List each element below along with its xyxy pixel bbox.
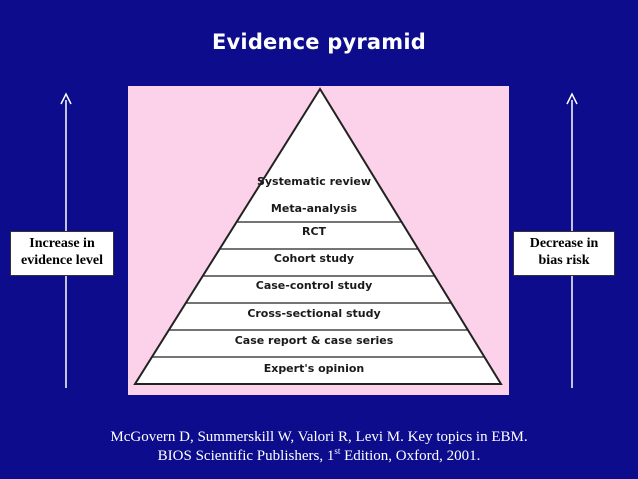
citation-line2-end: Edition, Oxford, 2001.: [340, 448, 481, 464]
increase-evidence-level-box: Increase in evidence level: [10, 231, 114, 276]
citation: McGovern D, Summerskill W, Valori R, Lev…: [0, 428, 638, 466]
citation-line2-superscript: st: [334, 446, 341, 456]
citation-line2: BIOS Scientific Publishers, 1st Edition,…: [0, 447, 638, 466]
decrease-bias-risk-box: Decrease in bias risk: [513, 231, 615, 276]
decrease-bias-line2: bias risk: [538, 253, 590, 268]
level-meta-analysis: Meta-analysis: [271, 202, 358, 215]
increase-evidence-line1: Increase in: [29, 236, 95, 251]
level-case-control-study: Case-control study: [256, 279, 373, 292]
slide-title: Evidence pyramid: [211, 30, 427, 54]
level-experts-opinion: Expert's opinion: [264, 362, 365, 375]
level-rct: RCT: [302, 225, 327, 238]
citation-line1: McGovern D, Summerskill W, Valori R, Lev…: [110, 429, 528, 445]
level-cohort-study: Cohort study: [274, 252, 354, 265]
citation-line2-start: BIOS Scientific Publishers, 1: [157, 448, 335, 464]
level-case-report-case-series: Case report & case series: [235, 334, 394, 347]
pyramid-outline: [133, 87, 503, 385]
level-cross-sectional-study: Cross-sectional study: [247, 307, 380, 320]
increase-evidence-line2: evidence level: [20, 253, 104, 268]
evidence-pyramid: Systematic review Meta-analysis RCT Coho…: [133, 87, 503, 385]
decrease-bias-line1: Decrease in: [529, 236, 599, 251]
pyramid-level-labels: Systematic review Meta-analysis RCT Coho…: [235, 175, 394, 375]
level-systematic-review: Systematic review: [257, 175, 371, 188]
pyramid-level-dividers: [151, 221, 485, 358]
